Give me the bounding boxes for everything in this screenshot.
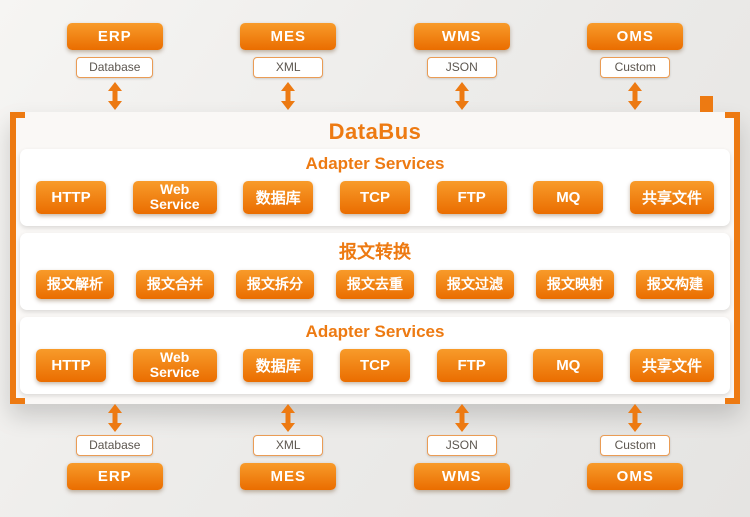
oms-format-label: Custom xyxy=(600,435,671,456)
service-button-mq[interactable]: MQ xyxy=(533,348,604,382)
service-button-web-service[interactable]: Web Service xyxy=(132,348,217,382)
double-arrow-icon xyxy=(107,404,122,432)
corner-accent xyxy=(700,96,713,112)
service-button-mq[interactable]: MQ xyxy=(533,180,604,214)
service-button-tcp[interactable]: TCP xyxy=(339,348,410,382)
bottom-system-wms: JSON WMS xyxy=(375,404,549,490)
double-arrow-icon xyxy=(107,82,122,110)
transform-button-map[interactable]: 报文映射 xyxy=(536,269,614,299)
databus-container: DataBus Adapter Services HTTP Web Servic… xyxy=(10,96,740,404)
service-button-http[interactable]: HTTP xyxy=(36,348,106,382)
bottom-system-oms: Custom OMS xyxy=(549,404,723,490)
wms-format-label: JSON xyxy=(426,57,497,78)
bracket-left-decoration xyxy=(10,112,25,404)
oms-button[interactable]: OMS xyxy=(587,463,684,490)
transform-button-filter[interactable]: 报文过滤 xyxy=(436,269,514,299)
top-system-mes: MES XML xyxy=(202,23,376,110)
double-arrow-icon xyxy=(454,82,469,110)
service-button-web-service[interactable]: Web Service xyxy=(132,180,217,214)
top-systems-row: ERP Database MES XML WMS JSON OMS Custom xyxy=(28,23,722,110)
adapter-services-bottom-section: Adapter Services HTTP Web Service 数据库 TC… xyxy=(20,317,730,394)
erp-format-label: Database xyxy=(76,57,154,78)
section-title: 报文转换 xyxy=(339,242,411,262)
adapter-buttons-row: HTTP Web Service 数据库 TCP FTP MQ 共享文件 xyxy=(20,342,730,394)
oms-format-label: Custom xyxy=(600,57,671,78)
transform-button-merge[interactable]: 报文合并 xyxy=(136,269,214,299)
mes-button[interactable]: MES xyxy=(240,463,337,490)
transform-buttons-row: 报文解析 报文合并 报文拆分 报文去重 报文过滤 报文映射 报文构建 xyxy=(20,264,730,310)
service-button-database[interactable]: 数据库 xyxy=(243,180,314,214)
bottom-system-mes: XML MES xyxy=(202,404,376,490)
service-button-shared-file[interactable]: 共享文件 xyxy=(629,180,714,214)
double-arrow-icon xyxy=(628,404,643,432)
mes-button[interactable]: MES xyxy=(240,23,337,50)
double-arrow-icon xyxy=(454,404,469,432)
databus-title: DataBus xyxy=(328,119,422,144)
adapter-services-top-section: Adapter Services HTTP Web Service 数据库 TC… xyxy=(20,149,730,226)
transform-button-parse[interactable]: 报文解析 xyxy=(36,269,114,299)
service-button-http[interactable]: HTTP xyxy=(36,180,106,214)
wms-button[interactable]: WMS xyxy=(413,463,510,490)
adapter-buttons-row: HTTP Web Service 数据库 TCP FTP MQ 共享文件 xyxy=(20,174,730,226)
mes-format-label: XML xyxy=(253,57,324,78)
bus-sections: Adapter Services HTTP Web Service 数据库 TC… xyxy=(20,149,730,394)
service-button-ftp[interactable]: FTP xyxy=(436,348,507,382)
bottom-system-erp: Database ERP xyxy=(28,404,202,490)
wms-button[interactable]: WMS xyxy=(413,23,510,50)
top-system-oms: OMS Custom xyxy=(549,23,723,110)
wms-format-label: JSON xyxy=(426,435,497,456)
message-transform-section: 报文转换 报文解析 报文合并 报文拆分 报文去重 报文过滤 报文映射 报文构建 xyxy=(20,233,730,310)
erp-button[interactable]: ERP xyxy=(66,23,163,50)
bracket-right-decoration xyxy=(725,112,740,404)
service-button-database[interactable]: 数据库 xyxy=(243,348,314,382)
transform-button-split[interactable]: 报文拆分 xyxy=(236,269,314,299)
mes-format-label: XML xyxy=(253,435,324,456)
double-arrow-icon xyxy=(281,82,296,110)
transform-button-build[interactable]: 报文构建 xyxy=(636,269,714,299)
double-arrow-icon xyxy=(281,404,296,432)
service-button-ftp[interactable]: FTP xyxy=(436,180,507,214)
section-title: Adapter Services xyxy=(305,154,445,173)
bottom-systems-row: Database ERP XML MES JSON WMS Custom OMS xyxy=(28,404,722,490)
erp-button[interactable]: ERP xyxy=(66,463,163,490)
erp-format-label: Database xyxy=(76,435,154,456)
service-button-shared-file[interactable]: 共享文件 xyxy=(629,348,714,382)
top-system-erp: ERP Database xyxy=(28,23,202,110)
service-button-tcp[interactable]: TCP xyxy=(339,180,410,214)
double-arrow-icon xyxy=(628,82,643,110)
top-system-wms: WMS JSON xyxy=(375,23,549,110)
transform-button-dedupe[interactable]: 报文去重 xyxy=(336,269,414,299)
section-title: Adapter Services xyxy=(305,322,445,341)
oms-button[interactable]: OMS xyxy=(587,23,684,50)
